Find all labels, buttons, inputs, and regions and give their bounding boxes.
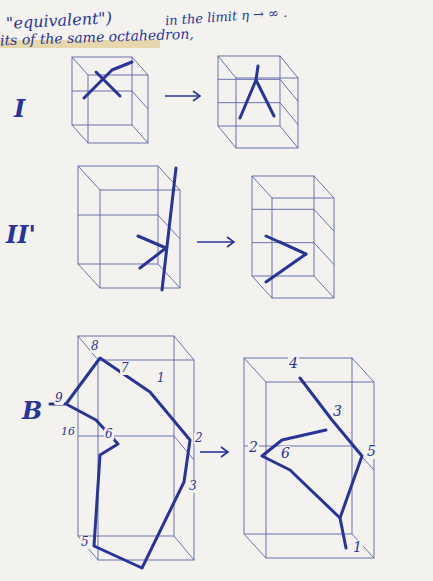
transition-arrow: [200, 447, 228, 457]
callout-number: 5: [80, 536, 90, 549]
callout-number: 2: [194, 432, 204, 445]
bold-edge-path: [240, 80, 274, 118]
cube-wireframe: [218, 56, 298, 148]
callout-number: 9: [54, 392, 64, 405]
callout-number: 1: [156, 372, 166, 385]
cube-wireframe: [252, 176, 334, 298]
cube-wireframe: [72, 57, 148, 143]
handwritten-note: II': [6, 222, 36, 248]
bold-edge-path: [84, 62, 132, 98]
callout-number: 16: [60, 426, 76, 438]
callout-number: 3: [188, 480, 198, 493]
callout-number: 8: [90, 340, 100, 353]
bold-edge-path: [262, 430, 340, 518]
handwritten-note: B: [22, 398, 42, 424]
callout-number: 3: [332, 404, 343, 419]
callout-number: 6: [104, 428, 114, 441]
callout-number: 6: [280, 446, 291, 461]
callout-number: 5: [366, 444, 377, 459]
bold-edge-path: [50, 358, 190, 568]
bold-edge-path: [266, 236, 306, 282]
bold-edge-path: [280, 242, 306, 254]
bold-edge-path: [256, 66, 258, 80]
handwritten-note: I: [14, 96, 25, 122]
bold-edge-path: [300, 378, 362, 548]
bold-edge-path: [96, 72, 120, 96]
transition-arrow: [197, 237, 234, 247]
cube-wireframe: [244, 358, 374, 558]
callout-number: 4: [288, 356, 299, 371]
callout-number: 7: [120, 362, 130, 375]
bold-edge-path: [138, 236, 166, 268]
handwritten-note: "equivalent"): [6, 9, 113, 32]
handwritten-note: in the limit η → ∞ .: [165, 6, 288, 29]
bold-edge-path: [162, 168, 176, 290]
callout-number: 1: [352, 540, 363, 555]
callout-number: 2: [248, 440, 259, 455]
transition-arrow: [165, 91, 200, 101]
